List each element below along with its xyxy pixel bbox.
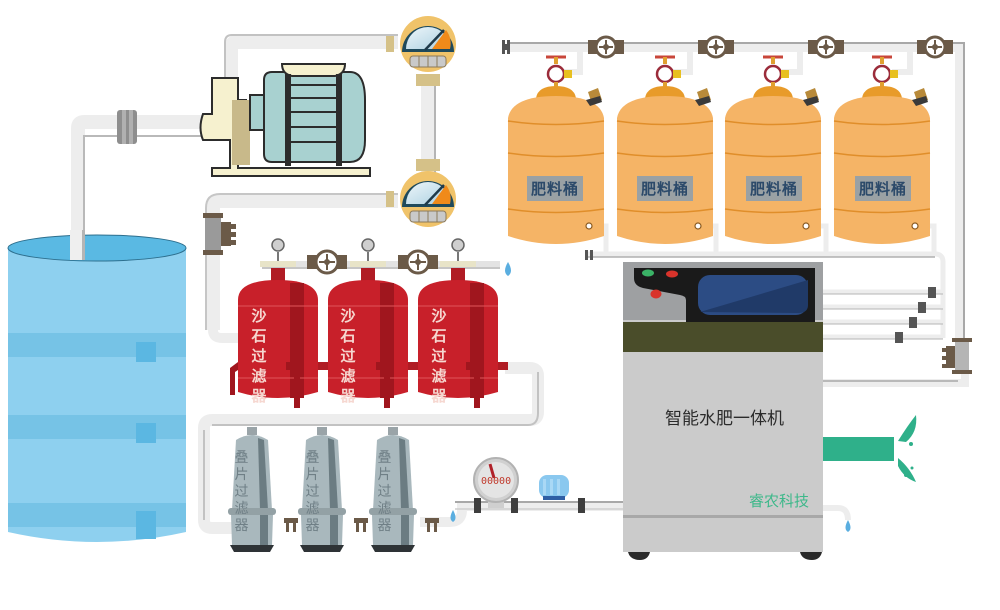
- pressure-gauge-2: [386, 159, 456, 227]
- disc-filter-1: [228, 427, 276, 552]
- sand-filter-3: [418, 238, 508, 408]
- water-meter: [473, 457, 519, 508]
- fertilizer-header-pipe: [508, 42, 965, 345]
- water-pump: [199, 63, 371, 177]
- sand-to-disc-pipe: [198, 362, 544, 534]
- pipe-couplings: [474, 498, 585, 513]
- disc-filter-label-3: 叠片过滤器: [377, 450, 392, 534]
- pressure-gauge-icon: [271, 238, 285, 252]
- disc-filter-connectors: [284, 518, 439, 532]
- water-drop-icon: [450, 510, 456, 522]
- start-button-light: [642, 269, 654, 277]
- fertilizer-tank-label-2: 肥料桶: [637, 176, 694, 201]
- faucet-valve-icon: [546, 64, 566, 84]
- to-sand-filter-pipe: [206, 194, 398, 330]
- intake-pipe: [71, 115, 205, 255]
- sand-filter-2: [328, 238, 418, 408]
- sand-filter-label-1: 沙石过滤器: [251, 307, 267, 405]
- sand-filter-1: [230, 238, 328, 408]
- brand-label: 睿农科技: [749, 492, 810, 510]
- sand-filters: [230, 238, 508, 408]
- fertilizer-tank-label-1: 肥料桶: [527, 176, 584, 201]
- check-valve-right: [942, 338, 972, 374]
- faucet-valve-icon: [872, 64, 892, 84]
- disc-filter-2: [298, 427, 346, 552]
- fertilizer-tank-2: [616, 55, 714, 244]
- pressure-gauge-icon: [451, 238, 465, 252]
- pressure-gauge-icon: [361, 238, 375, 252]
- disc-filter-3: [369, 427, 417, 552]
- gate-valve-sand-1: [307, 249, 347, 275]
- disc-filter-label-1: 叠片过滤器: [234, 450, 249, 534]
- pressure-gauge-1: [386, 16, 456, 86]
- water-drop-icon: [505, 262, 511, 276]
- header-gate-valve-3: [808, 35, 844, 59]
- faucet-valve-icon: [655, 64, 675, 84]
- injection-valves: [895, 287, 936, 343]
- disc-to-meter-pipe: [420, 501, 625, 527]
- water-drop-icon: [845, 520, 851, 532]
- pump-outlet-pipe: [224, 35, 398, 90]
- faucet-valve-icon: [763, 64, 783, 84]
- fertilizer-tank-1: [507, 55, 605, 244]
- header-gate-valve-1: [588, 35, 624, 59]
- water-meter-reading: 00000: [481, 476, 512, 487]
- inline-filter: [539, 475, 569, 500]
- fertilizer-tank-label-4: 肥料桶: [855, 176, 912, 201]
- disc-filter-label-2: 叠片过滤器: [305, 450, 320, 534]
- pipe-union: [117, 110, 137, 144]
- machine-title: 智能水肥一体机: [665, 409, 784, 429]
- fertilizer-tank-3: [724, 55, 822, 244]
- fertilizer-tanks: [507, 55, 931, 244]
- header-gate-valve-4: [917, 35, 953, 59]
- header-end-cap: [502, 40, 593, 260]
- header-valves: [588, 35, 953, 59]
- gate-valve-sand-2: [398, 249, 438, 275]
- check-valve-left: [203, 213, 236, 255]
- alarm-button-light: [650, 289, 662, 299]
- fertigation-machine: [623, 262, 823, 560]
- water-tank: [7, 230, 187, 542]
- sand-filter-label-3: 沙石过滤器: [431, 307, 447, 405]
- disc-filters: [228, 427, 417, 552]
- outlet-hose: [823, 415, 917, 482]
- fertilizer-tank-4: [833, 55, 931, 244]
- sand-filter-label-2: 沙石过滤器: [340, 307, 356, 405]
- fertilizer-tank-label-3: 肥料桶: [746, 176, 803, 201]
- stop-button-light: [666, 270, 678, 278]
- header-gate-valve-2: [698, 35, 734, 59]
